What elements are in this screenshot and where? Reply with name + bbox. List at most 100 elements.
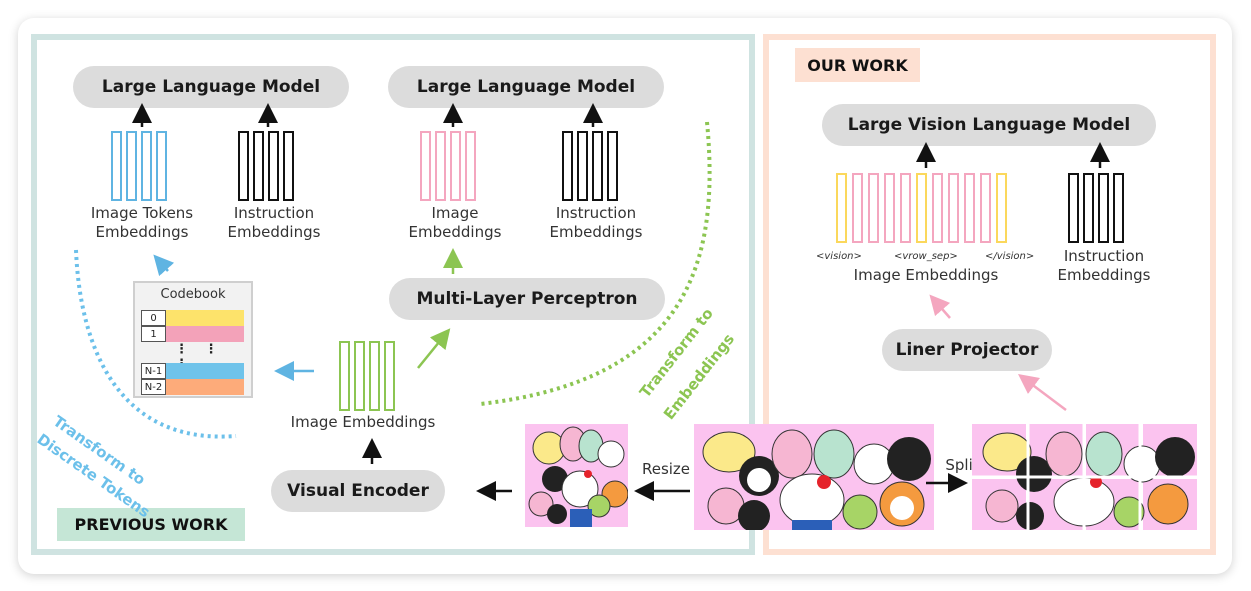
- codebook-title: Codebook: [160, 287, 226, 302]
- image-embedding-bars-mid: [420, 131, 476, 201]
- embedding-bar: [980, 173, 991, 243]
- our-image-embedding-bars: [836, 173, 1007, 243]
- embedding-bar: [450, 131, 461, 201]
- token-bar: [141, 131, 152, 201]
- image-embeddings-label: Image Embeddings: [290, 413, 436, 431]
- label-line: Instruction: [1063, 247, 1145, 265]
- our-work-panel: [763, 34, 1216, 555]
- codebook-color: [166, 326, 244, 342]
- our-image-embeddings-label: Image Embeddings: [853, 266, 999, 284]
- embedding-bar: [420, 131, 431, 201]
- special-token-bar: [916, 173, 927, 243]
- image-token-bars: [111, 131, 167, 201]
- resize-label: Resize: [641, 460, 691, 478]
- token-bar: [156, 131, 167, 201]
- instruction-bars-mid: [562, 131, 618, 201]
- token-bar: [126, 131, 137, 201]
- embedding-bar: [435, 131, 446, 201]
- vision-open-token: <vision>: [816, 251, 862, 262]
- embedding-bar: [384, 341, 395, 411]
- special-token-bar: [836, 173, 847, 243]
- mlp-box: Multi-Layer Perceptron: [389, 278, 665, 320]
- visual-encoder-box: Visual Encoder: [271, 470, 445, 512]
- image-tokens-label: Image Tokens Embeddings: [80, 204, 204, 242]
- embedding-bar: [868, 173, 879, 243]
- embedding-bar: [339, 341, 350, 411]
- instruction-bar: [607, 131, 618, 201]
- embedding-bar: [354, 341, 365, 411]
- instruction-bar: [1113, 173, 1124, 243]
- arrow-up-left-icon: [929, 294, 951, 319]
- instruction-bar: [283, 131, 294, 201]
- codebook-index: 0: [141, 310, 166, 326]
- codebook-color: [166, 363, 244, 379]
- instruction-label-left: Instruction Embeddings: [218, 204, 330, 242]
- label-line: Embeddings: [549, 223, 643, 241]
- label-line: Image: [431, 204, 479, 222]
- our-work-tag: OUR WORK: [795, 48, 920, 82]
- embedding-bar: [900, 173, 911, 243]
- split-label: Split: [945, 456, 979, 474]
- resized-image: [525, 424, 628, 527]
- token-bar: [111, 131, 122, 201]
- codebook-index: 1: [141, 326, 166, 342]
- instruction-bars-left: [238, 131, 294, 201]
- label-line: Embeddings: [95, 223, 189, 241]
- instruction-bar: [1068, 173, 1079, 243]
- image-embedding-bars-encoder: [339, 341, 395, 411]
- vision-close-token: </vision>: [985, 251, 1035, 262]
- embedding-bar: [964, 173, 975, 243]
- discrete-dotted-curve: [74, 249, 237, 439]
- instruction-bar: [562, 131, 573, 201]
- previous-work-panel: [31, 34, 755, 555]
- original-image: [694, 424, 934, 530]
- label-line: Image Tokens: [90, 204, 194, 222]
- arrow-up-right-icon: [417, 328, 451, 369]
- embedding-bar: [932, 173, 943, 243]
- embedding-bar: [948, 173, 959, 243]
- instruction-bar: [253, 131, 264, 201]
- label-line: Instruction: [555, 204, 637, 222]
- codebook-row: 1: [141, 326, 244, 342]
- instruction-bar: [268, 131, 279, 201]
- instruction-bar: [592, 131, 603, 201]
- arrow-up-left-icon: [1018, 374, 1067, 411]
- previous-work-tag: PREVIOUS WORK: [57, 508, 245, 541]
- label-line: Embeddings: [408, 223, 502, 241]
- codebook-row: N-2: [141, 379, 244, 395]
- arrow-up-left-icon: [153, 254, 175, 277]
- embedding-bar: [465, 131, 476, 201]
- codebook-index: N-2: [141, 379, 166, 395]
- special-token-bar: [996, 173, 1007, 243]
- characters-illustration-icon: [702, 429, 931, 530]
- instruction-bar: [1098, 173, 1109, 243]
- llm-box-middle: Large Language Model: [388, 66, 664, 108]
- embedding-bar: [884, 173, 895, 243]
- row-sep-token: <vrow_sep>: [894, 251, 958, 262]
- codebook-row: 0: [141, 310, 244, 326]
- instruction-bar: [1083, 173, 1094, 243]
- characters-illustration-icon: [528, 426, 628, 527]
- split-characters-illustration-icon: [972, 424, 1197, 530]
- codebook-row: N-1: [141, 363, 244, 379]
- codebook-color: [166, 379, 244, 395]
- embedding-bar: [852, 173, 863, 243]
- codebook: Codebook 0 1 ⋮ ⋮ ⋮ N-1 N-2: [133, 281, 253, 398]
- our-instruction-label: Instruction Embeddings: [1048, 247, 1160, 285]
- instruction-label-mid: Instruction Embeddings: [540, 204, 652, 242]
- label-line: Embeddings: [227, 223, 321, 241]
- our-instruction-bars: [1068, 173, 1124, 243]
- label-line: Embeddings: [1057, 266, 1151, 284]
- embedding-bar: [369, 341, 380, 411]
- codebook-color: [166, 310, 244, 326]
- embedding-dotted-curve: [479, 121, 712, 406]
- instruction-bar: [577, 131, 588, 201]
- liner-projector-box: Liner Projector: [882, 329, 1052, 371]
- codebook-index: N-1: [141, 363, 166, 379]
- llm-box-left: Large Language Model: [73, 66, 349, 108]
- lvlm-box: Large Vision Language Model: [822, 104, 1156, 146]
- label-line: Instruction: [233, 204, 315, 222]
- instruction-bar: [238, 131, 249, 201]
- image-embeddings-label-mid: Image Embeddings: [400, 204, 510, 242]
